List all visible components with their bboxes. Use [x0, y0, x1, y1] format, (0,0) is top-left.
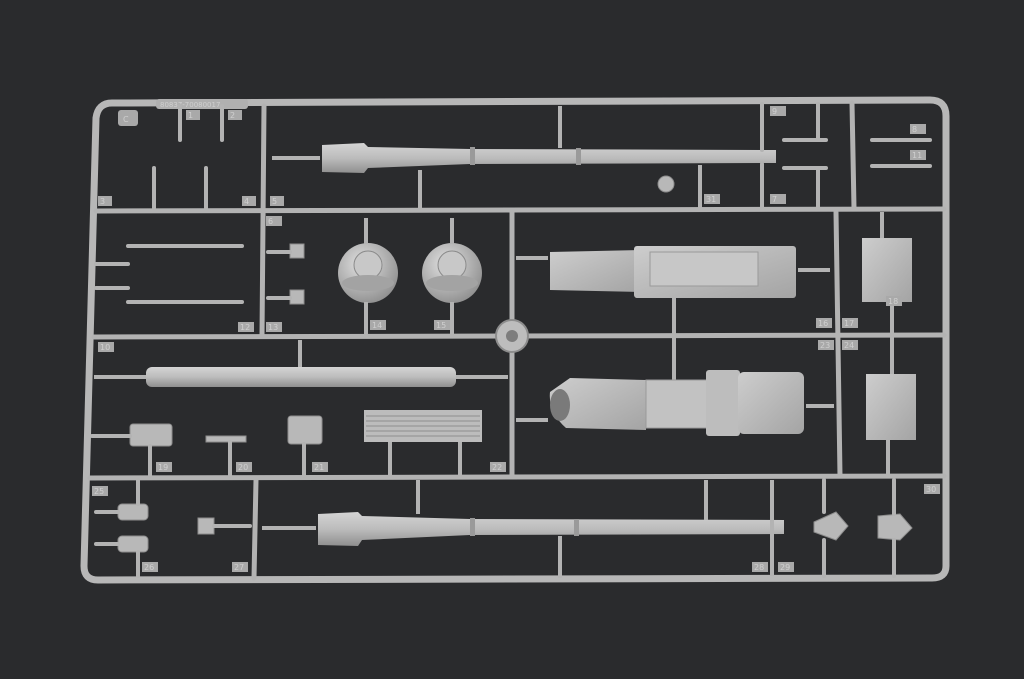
svg-text:3: 3 [100, 197, 105, 206]
part-number-tab: 28 [752, 562, 768, 572]
part-number-tab: 31 [704, 194, 720, 204]
part-number-tab: 29 [778, 562, 794, 572]
part-number-tab: 21 [312, 462, 328, 472]
svg-text:19: 19 [158, 463, 168, 472]
svg-text:15: 15 [436, 321, 446, 330]
dome-part-left [338, 218, 398, 334]
part-number-tab: 8 [910, 124, 926, 134]
svg-text:13: 13 [268, 323, 278, 332]
part-number-tab: 30 [924, 484, 940, 494]
part-number-tab: 22 [490, 462, 506, 472]
grille-panel [364, 410, 482, 476]
part-number-tab: 11 [910, 150, 926, 160]
part-number-tab: 20 [236, 462, 252, 472]
part-number-tab: 1 [186, 110, 200, 120]
part-number-tab: 10 [98, 342, 114, 352]
svg-text:7: 7 [772, 195, 777, 204]
part-number-tab: 16 [816, 318, 832, 328]
svg-text:30: 30 [926, 485, 936, 494]
part-number-tab: 13 [266, 322, 282, 332]
svg-text:21: 21 [314, 463, 324, 472]
svg-text:14: 14 [372, 321, 382, 330]
svg-text:6: 6 [268, 217, 273, 226]
part-number-tab: 27 [232, 562, 248, 572]
svg-text:22: 22 [492, 463, 502, 472]
svg-text:17: 17 [844, 319, 854, 328]
part-number-tab: 18 [886, 296, 902, 306]
breech-block-upper [516, 246, 830, 380]
part-number-tab: 7 [770, 194, 786, 204]
part-number-tab: 17 [842, 318, 858, 328]
part-number-tab: 6 [266, 216, 282, 226]
small-gates [90, 102, 932, 578]
part-number-tab: 25 [92, 486, 108, 496]
part-number-tab: 26 [142, 562, 158, 572]
svg-text:25: 25 [94, 487, 104, 496]
svg-text:8: 8 [912, 125, 917, 134]
svg-text:24: 24 [844, 341, 854, 350]
svg-text:16: 16 [818, 319, 828, 328]
long-rod-part [94, 340, 508, 387]
svg-text:27: 27 [234, 563, 244, 572]
frame-letter-tab: C [118, 110, 138, 126]
svg-text:28: 28 [754, 563, 764, 572]
sprue-frame [80, 96, 950, 584]
svg-text:9: 9 [772, 107, 777, 116]
svg-text:12: 12 [240, 323, 250, 332]
svg-text:2: 2 [230, 111, 235, 120]
svg-text:18: 18 [888, 297, 898, 306]
svg-text:5: 5 [272, 197, 277, 206]
dome-part-right [422, 218, 482, 334]
part-number-tab: 2 [228, 110, 242, 120]
svg-text:26: 26 [144, 563, 154, 572]
part-number-tab: 9 [770, 106, 786, 116]
svg-text:1: 1 [188, 111, 193, 120]
gun-barrel-upper [272, 106, 776, 208]
sprue-code-tab: 80837-70080017 [156, 99, 248, 109]
part-number-tab: 19 [156, 462, 172, 472]
svg-text:11: 11 [912, 151, 922, 160]
svg-text:31: 31 [706, 195, 716, 204]
sprue-code-text: 80837-70080017 [160, 101, 220, 109]
part-number-tab: 3 [98, 196, 112, 206]
breech-block-lower [516, 370, 834, 436]
side-box-upper [862, 212, 912, 374]
part-number-tab: 15 [434, 320, 450, 330]
svg-text:10: 10 [100, 343, 110, 352]
svg-text:4: 4 [244, 197, 249, 206]
part-number-tab: 5 [270, 196, 284, 206]
svg-text:23: 23 [820, 341, 830, 350]
frame-letter-text: C [123, 115, 129, 124]
part-number-tab: 24 [842, 340, 858, 350]
side-box-lower [866, 374, 916, 476]
center-gate [495, 319, 529, 353]
part-number-tab: 14 [370, 320, 386, 330]
svg-text:29: 29 [780, 563, 790, 572]
part-number-tab: 23 [818, 340, 834, 350]
svg-text:20: 20 [238, 463, 248, 472]
gun-barrel-lower [262, 480, 784, 578]
part-number-tabs: 1 2 3 4 5 6 7 8 9 10 11 12 13 14 15 16 1… [92, 106, 940, 572]
part-number-tab: 4 [242, 196, 256, 206]
part-number-tab: 12 [238, 322, 254, 332]
